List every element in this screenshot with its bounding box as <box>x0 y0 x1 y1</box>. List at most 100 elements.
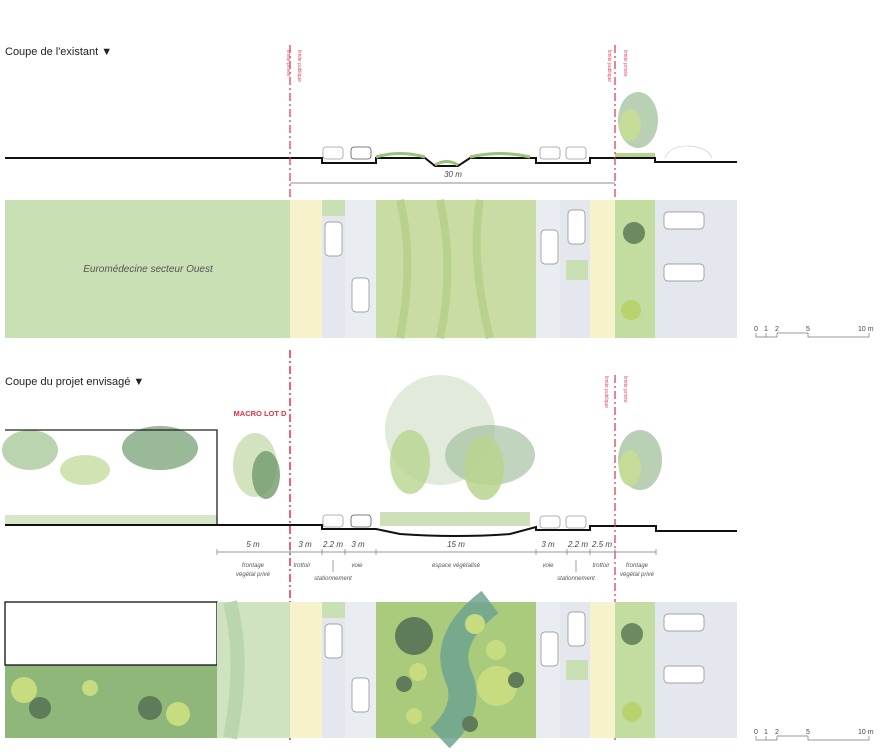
car-icon <box>351 277 370 313</box>
dimension-label: trottoir <box>293 563 311 569</box>
svg-text:2: 2 <box>775 326 779 333</box>
limit-label: limite privée <box>622 50 628 77</box>
car-icon <box>540 631 559 667</box>
dimension-value: 5 m <box>246 540 260 549</box>
dimension-label: stationnement <box>557 576 595 582</box>
limit-label: limite publique <box>603 376 609 408</box>
car-icon <box>322 146 344 160</box>
dimension-value: 15 m <box>447 540 465 549</box>
car-icon <box>351 677 370 713</box>
dimension-label: voie <box>351 563 363 569</box>
tree-icon <box>486 640 506 660</box>
tree-icon <box>406 708 422 724</box>
tree-icon <box>464 436 504 500</box>
tree-icon <box>252 451 280 499</box>
svg-text:5: 5 <box>806 729 810 736</box>
project-cars <box>322 514 587 529</box>
tree-icon <box>465 614 485 634</box>
tree-icon <box>396 676 412 692</box>
car-icon <box>324 221 343 257</box>
car-icon <box>663 665 705 684</box>
svg-text:1: 1 <box>764 326 768 333</box>
dimension-label: frontage <box>242 563 265 569</box>
tree-icon <box>2 430 58 470</box>
tree-icon <box>619 109 641 141</box>
building-outline <box>5 429 218 525</box>
tree-icon <box>477 666 517 706</box>
car-icon <box>350 514 372 528</box>
existing-trees <box>618 92 713 159</box>
dimension-value: 3 m <box>298 540 312 549</box>
tree-icon <box>621 623 643 645</box>
dimension-value: 3 m <box>351 540 365 549</box>
existing-plan <box>5 199 737 339</box>
dimension-value: 2.2 m <box>322 540 343 549</box>
tree-icon <box>619 450 641 486</box>
existing-ground-profile <box>5 157 737 167</box>
limit-label: limite privée <box>622 376 628 403</box>
tree-icon <box>138 696 162 720</box>
dimension-label: trottoir <box>592 563 610 569</box>
car-icon <box>350 146 372 160</box>
existing-title: Coupe de l'existant ▼ <box>5 46 112 58</box>
car-icon <box>540 229 559 265</box>
limit-label: limite publique <box>606 50 612 82</box>
tree-icon <box>11 677 37 703</box>
tree-icon <box>166 702 190 726</box>
tree-icon <box>395 617 433 655</box>
limit-label: limite publique <box>296 50 302 82</box>
car-icon <box>567 209 586 245</box>
tree-icon <box>623 222 645 244</box>
car-icon <box>324 623 343 659</box>
tree-icon <box>409 663 427 681</box>
car-icon <box>565 146 587 160</box>
total-width-label: 30 m <box>444 170 462 179</box>
car-icon <box>663 211 705 230</box>
dimension-value: 2.2 m <box>567 540 588 549</box>
existing-plan-label: Euromédecine secteur Ouest <box>83 264 214 275</box>
limit-label: limite privée <box>285 50 291 77</box>
tree-icon <box>462 716 478 732</box>
dimension-label: voie <box>542 563 554 569</box>
dimension-label: végétal privé <box>236 572 271 578</box>
existing-grass <box>375 152 655 167</box>
project-ground-profile <box>5 524 737 537</box>
tree-icon <box>508 672 524 688</box>
svg-text:2: 2 <box>775 729 779 736</box>
svg-text:1: 1 <box>764 729 768 736</box>
car-icon <box>539 146 561 160</box>
tree-icon <box>60 455 110 485</box>
svg-text:5: 5 <box>806 326 810 333</box>
dimension-label: végétal privé <box>620 572 655 578</box>
car-icon <box>663 263 705 282</box>
tree-icon <box>82 680 98 696</box>
car-icon <box>663 613 705 632</box>
scale-bar: 0 1 2 5 10 m <box>754 729 874 741</box>
car-icon <box>539 515 561 529</box>
car-icon <box>322 514 344 528</box>
svg-text:10 m: 10 m <box>858 326 874 333</box>
scale-bar: 0 1 2 5 10 m <box>754 326 874 338</box>
dimension-label: stationnement <box>314 576 352 582</box>
svg-text:0: 0 <box>754 326 758 333</box>
project-trees <box>2 375 662 526</box>
tree-icon <box>390 430 430 494</box>
car-outline-icon <box>664 145 713 159</box>
dimension-label: espace végétalisé <box>432 563 481 569</box>
dimension-value: 3 m <box>541 540 555 549</box>
building-footprint <box>4 601 218 666</box>
svg-text:0: 0 <box>754 729 758 736</box>
car-icon <box>567 611 586 647</box>
car-icon <box>565 515 587 529</box>
dimension-value: 2.5 m <box>591 540 612 549</box>
plan-trees <box>11 614 643 732</box>
tree-icon <box>622 702 642 722</box>
svg-text:10 m: 10 m <box>858 729 874 736</box>
macro-lot-label: MACRO LOT D <box>234 409 287 418</box>
dimension-label: frontage <box>626 563 649 569</box>
tree-icon <box>122 426 198 470</box>
dimension-chain <box>216 549 657 572</box>
project-plan <box>4 590 737 749</box>
